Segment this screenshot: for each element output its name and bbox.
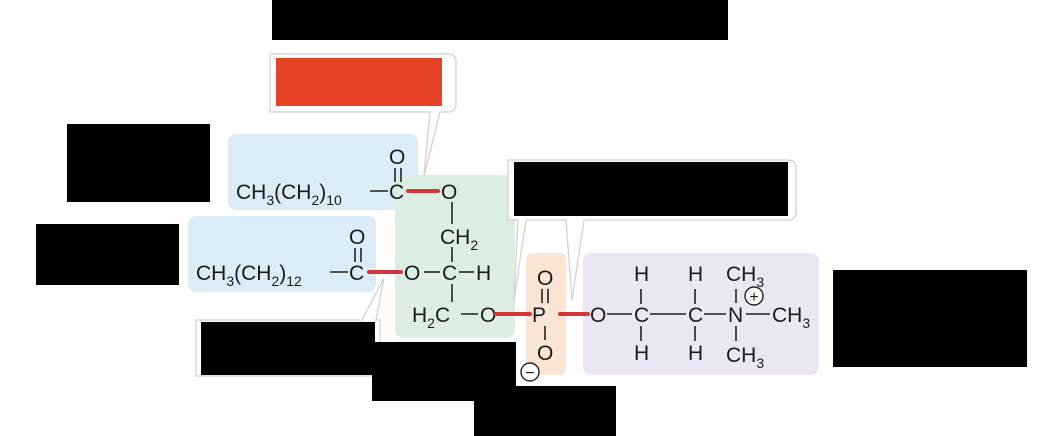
phosphodiester-label xyxy=(514,162,788,216)
glycerol-h2c: H2C xyxy=(412,304,450,331)
title-label xyxy=(272,0,728,40)
choline-c2-h-bottom: H xyxy=(688,342,703,365)
choline-c1-h-bottom: H xyxy=(634,342,649,365)
choline-nitrogen: N xyxy=(728,304,743,327)
phosphate-oxygen-bottom: O xyxy=(537,342,553,365)
fa2-carbonyl-oxygen: O xyxy=(349,226,365,249)
ester-bond-label xyxy=(276,58,442,106)
n-methyl-right: CH3 xyxy=(772,304,810,331)
choline-c1-h-top: H xyxy=(634,263,649,286)
negative-charge-sign: − xyxy=(525,365,534,382)
phosphorus-atom: P xyxy=(532,304,546,327)
negative-charge-circle xyxy=(520,362,540,382)
choline-c2-h-top: H xyxy=(688,263,703,286)
glycerol-center-carbon: C xyxy=(442,262,457,285)
fatty-acid-1-formula: CH3(CH2)10 xyxy=(236,181,342,208)
phosphate-oxygen-top: O xyxy=(537,267,553,290)
glycerol-ch2: CH2 xyxy=(440,226,478,253)
n-methyl-bottom: CH3 xyxy=(726,344,764,371)
fa2-ester-oxygen: O xyxy=(404,262,420,285)
fa2-carbonyl-carbon: C xyxy=(349,262,364,285)
glycerol-phosphate-oxygen: O xyxy=(480,304,496,327)
fatty-acid-2-formula: CH3(CH2)12 xyxy=(196,262,302,289)
positive-charge-sign: + xyxy=(749,289,758,306)
choline-carbon-2: C xyxy=(688,304,703,327)
n-methyl-top: CH3 xyxy=(726,263,764,290)
ester-bond-callout xyxy=(269,53,457,177)
glycerol-hydrogen: H xyxy=(476,262,491,285)
choline-region xyxy=(583,253,819,375)
fa1-carbonyl-carbon: C xyxy=(389,181,404,204)
glycerol-ester-label xyxy=(201,322,375,375)
fa1-ester-oxygen: O xyxy=(441,181,457,204)
positive-charge-circle xyxy=(744,286,764,306)
fatty-acid-1-label xyxy=(67,124,210,202)
choline-oxygen: O xyxy=(590,304,606,327)
fatty-acid-2-region xyxy=(188,216,376,292)
glycerol-region xyxy=(395,175,515,338)
fatty-acid-2-label xyxy=(36,224,179,285)
phosphate-label xyxy=(474,386,616,436)
glycerol-ester-callout xyxy=(195,277,385,377)
phosphate-region xyxy=(526,253,566,375)
choline-label xyxy=(833,270,1027,367)
phosphodiester-callout xyxy=(507,159,797,301)
choline-carbon-1: C xyxy=(634,304,649,327)
fa1-carbonyl-oxygen: O xyxy=(389,146,405,169)
